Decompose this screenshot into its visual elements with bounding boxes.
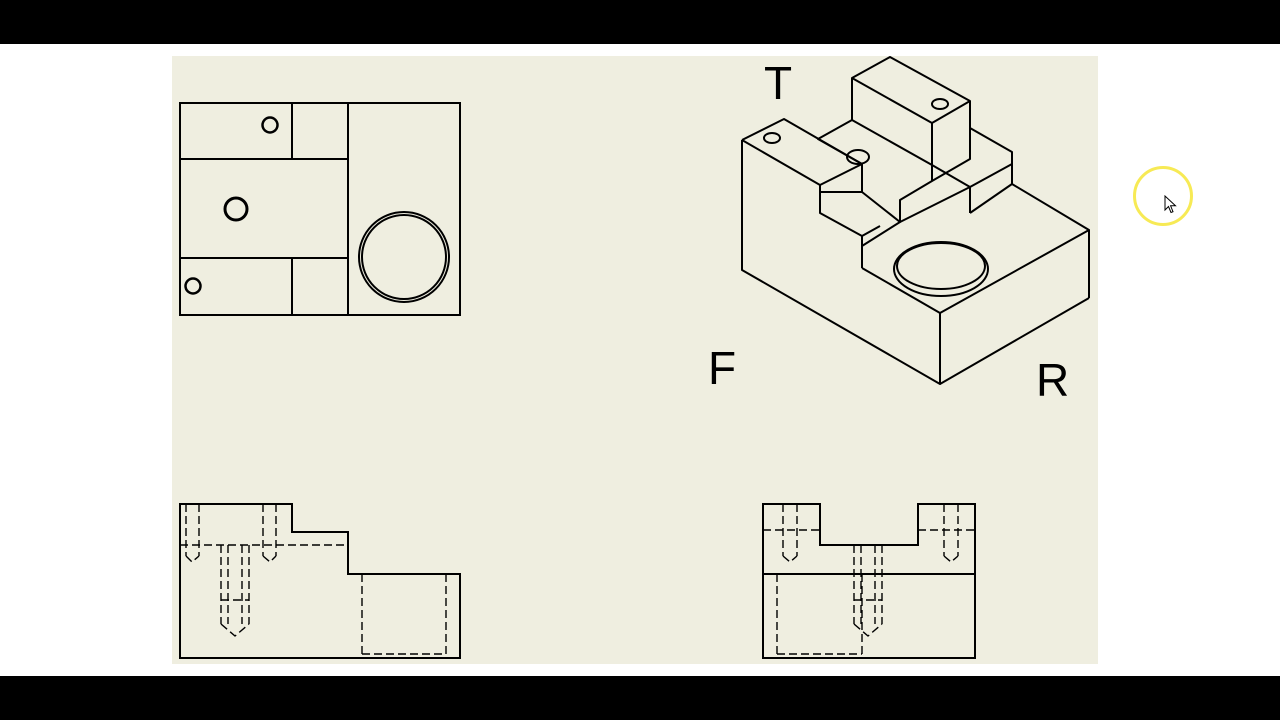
view-label-front: F <box>708 342 736 394</box>
iso-edge <box>861 221 901 247</box>
iso-hole <box>931 98 949 110</box>
iso-edge <box>851 56 971 182</box>
iso-edge <box>861 267 941 314</box>
iso-edge <box>861 225 881 237</box>
front-view-hidden-lines <box>180 504 447 655</box>
right-side-view <box>762 503 976 659</box>
right-view-outline <box>762 503 976 659</box>
iso-edge <box>741 118 863 193</box>
drawing-sheet <box>172 56 1098 664</box>
iso-edge <box>969 127 1013 164</box>
iso-bore <box>896 242 986 290</box>
right-view-hidden-lines <box>763 504 975 655</box>
isometric-view <box>741 56 1090 385</box>
view-label-right: R <box>1036 354 1069 406</box>
iso-edge <box>931 163 1013 188</box>
view-label-top: T <box>764 57 792 109</box>
top-view-bore-inner <box>361 214 447 300</box>
front-view <box>179 503 461 659</box>
top-view-hole <box>261 116 279 134</box>
top-view-outline <box>179 102 461 316</box>
iso-edge <box>899 186 971 223</box>
iso-edge <box>819 163 863 186</box>
top-view-hole <box>184 277 202 295</box>
iso-edge <box>931 100 971 124</box>
iso-edge <box>939 297 1090 385</box>
front-view-outline <box>179 503 461 659</box>
iso-hole <box>763 132 781 144</box>
iso-edge <box>969 183 1013 214</box>
cursor-highlight-ring <box>1133 166 1193 226</box>
iso-hole <box>846 149 870 165</box>
top-view <box>179 102 461 316</box>
iso-edge <box>741 139 863 268</box>
iso-edge <box>817 119 863 165</box>
iso-edge <box>851 77 933 124</box>
iso-edge <box>741 140 1090 385</box>
top-view-hole <box>223 196 249 222</box>
iso-edge <box>861 180 933 223</box>
mouse-pointer-icon <box>1164 195 1177 214</box>
top-view-bore-outer <box>358 211 450 303</box>
